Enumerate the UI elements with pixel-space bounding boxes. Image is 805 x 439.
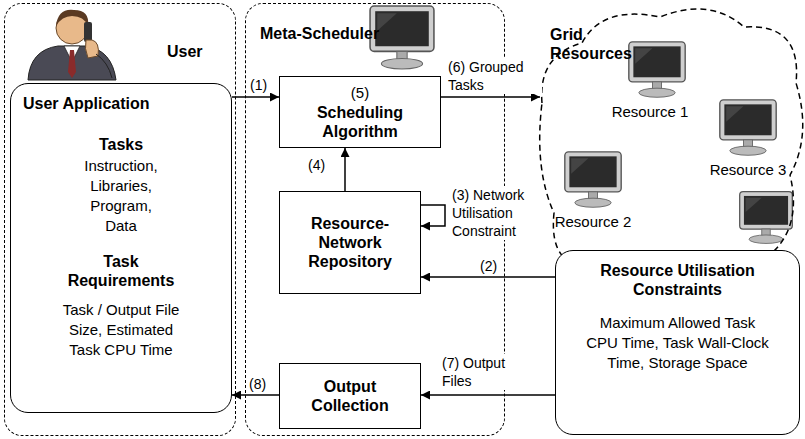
edge-label: (4) (306, 156, 327, 174)
computer-icon (370, 6, 434, 69)
computer-icon (720, 100, 776, 155)
edge-label: (1) (248, 76, 269, 94)
user-illustration (28, 10, 116, 80)
heading-text: Scheduling Algorithm (286, 103, 434, 141)
body-text: Resource 2 (548, 212, 638, 232)
body-text: (5) (286, 83, 434, 103)
arrow-connector (441, 96, 540, 98)
heading-text: Resource Utilisation Constraints (578, 261, 778, 299)
resource-label: Resource 3 (703, 160, 793, 180)
edge-label: (2) (478, 257, 499, 275)
heading-text: Grid Resources (550, 25, 630, 63)
edge-label: (3) Network Utilisation Constraint (450, 186, 540, 240)
arrow-connector (344, 148, 346, 191)
process-box: (5)Scheduling Algorithm (279, 76, 441, 148)
user-panel: UserUser ApplicationTasksInstruction, Li… (4, 3, 236, 436)
resource-label: Resource 1 (605, 102, 695, 122)
heading-text: User Application (19, 94, 223, 113)
application-box: User ApplicationTasksInstruction, Librar… (10, 83, 232, 413)
heading-text: Tasks (19, 135, 223, 154)
heading-text: Output Collection (286, 377, 414, 415)
arrow-connector (421, 205, 445, 226)
edge-label: (7) Output Files (440, 354, 530, 390)
body-text: Resource 3 (703, 160, 793, 180)
process-box: Output Collection (279, 363, 421, 429)
constraints-box: Resource Utilisation ConstraintsMaximum … (555, 250, 800, 435)
body-text: Resource 1 (605, 102, 695, 122)
arrow-connector (421, 276, 555, 278)
heading-text: Meta-Scheduler (260, 24, 379, 43)
heading-text: Task Requirements (66, 252, 176, 290)
edge-label: (6) Grouped Tasks (446, 58, 542, 94)
heading-text: Resource-Network Repository (295, 214, 405, 271)
process-box: Resource-Network Repository (279, 191, 421, 294)
edge-label: (8) (247, 375, 268, 393)
resource-label: Resource 2 (548, 212, 638, 232)
computer-icon (565, 152, 621, 207)
heading-text: User (167, 42, 203, 61)
body-text: Maximum Allowed Task CPU Time, Task Wall… (583, 313, 773, 373)
body-text: Instruction, Libraries, Program, Data (77, 156, 165, 236)
arrow-connector (421, 394, 555, 396)
cloud-shape (540, 9, 803, 291)
computer-icon (740, 192, 793, 244)
computer-icon (629, 42, 685, 97)
arrow-connector (232, 96, 279, 98)
body-text: Task / Output File Size, Estimated Task … (59, 300, 184, 360)
arrow-connector (232, 394, 279, 396)
